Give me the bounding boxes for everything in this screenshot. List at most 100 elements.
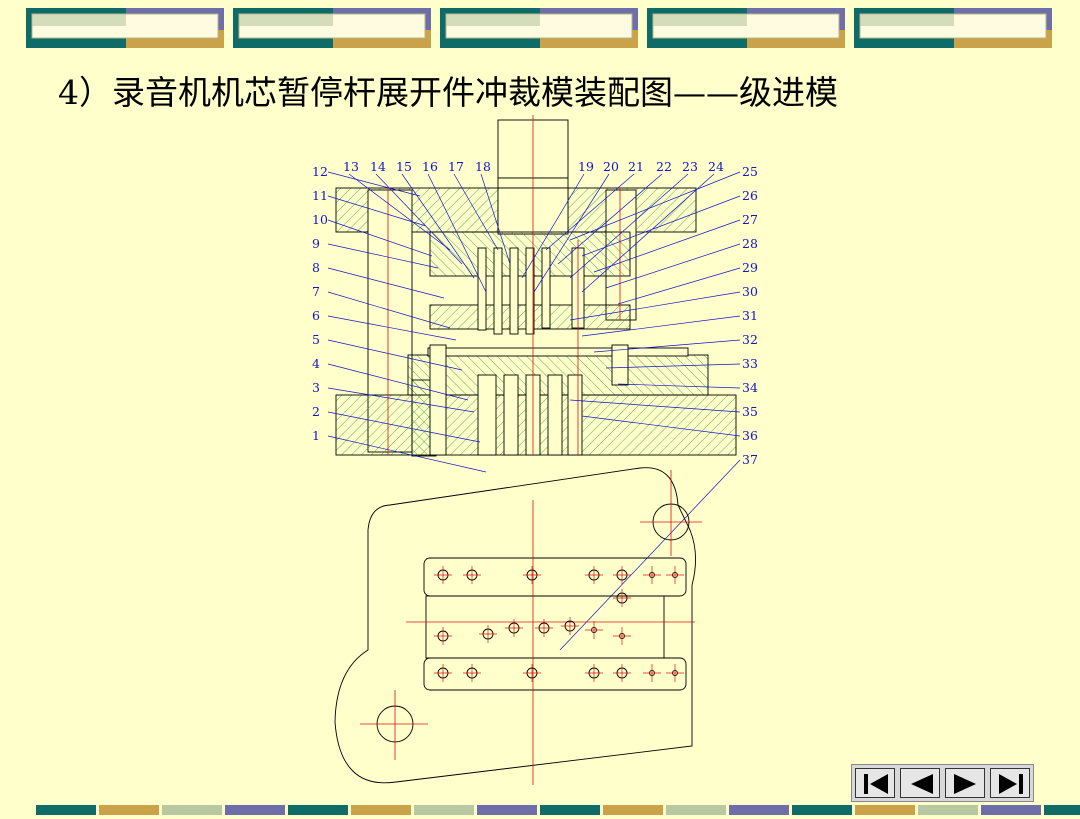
bottom-bar-segment (855, 805, 915, 815)
last-slide-button[interactable] (990, 768, 1030, 798)
callout-31: 31 (742, 308, 758, 323)
leader-line (581, 315, 741, 337)
callout-5: 5 (312, 332, 320, 347)
bottom-bar-segment (1044, 805, 1080, 815)
hole-marker (585, 566, 603, 584)
hole-marker (666, 664, 684, 682)
callout-25: 25 (742, 164, 758, 179)
first-icon (864, 774, 888, 794)
callout-22: 22 (656, 159, 672, 174)
hole-marker (463, 566, 481, 584)
leader-line (327, 363, 469, 401)
bottom-bar-segment (918, 805, 978, 815)
top-decorative-bar (26, 8, 1054, 50)
bottom-bar-segment (225, 805, 285, 815)
leader-line (327, 291, 451, 329)
leader-line (327, 411, 481, 443)
bottom-bar-graphic (36, 805, 1080, 815)
callout-12: 12 (312, 164, 328, 179)
bottom-bar-segment (162, 805, 222, 815)
callout-33: 33 (742, 356, 758, 371)
leader-line (427, 173, 487, 293)
hole-marker (643, 664, 661, 682)
hole-marker (585, 621, 603, 639)
callout-4: 4 (312, 356, 320, 371)
callout-13: 13 (343, 159, 359, 174)
plan-holes (434, 566, 684, 682)
hole-marker (643, 566, 661, 584)
callout-8: 8 (312, 260, 320, 275)
callout-21: 21 (628, 159, 644, 174)
bottom-bar-segment (477, 805, 537, 815)
callout-37: 37 (742, 452, 758, 467)
callout-36: 36 (742, 428, 758, 443)
leader-line (327, 435, 487, 473)
callout-2: 2 (312, 404, 320, 419)
bottom-bar-segment (540, 805, 600, 815)
callout-7: 7 (312, 284, 320, 299)
slide-navigation (851, 764, 1034, 802)
callout-19: 19 (578, 159, 594, 174)
top-bar-block (854, 8, 1052, 48)
callout-18: 18 (475, 159, 491, 174)
leader-line (605, 243, 741, 289)
hole-marker (666, 566, 684, 584)
leader-line (569, 399, 741, 413)
bottom-bar-segment (36, 805, 96, 815)
callout-9: 9 (312, 236, 320, 251)
leader-line (327, 315, 457, 341)
hole-marker (434, 566, 452, 584)
top-bar-graphic (26, 8, 1052, 48)
prev-slide-button[interactable] (900, 768, 940, 798)
hole-marker (561, 617, 579, 635)
leader-line (581, 195, 741, 257)
leader-line (327, 195, 427, 227)
leader-line (453, 173, 499, 251)
hole-marker (505, 619, 523, 637)
callout-34: 34 (742, 380, 758, 395)
callout-10: 10 (312, 212, 328, 227)
bottom-bar-segment (351, 805, 411, 815)
top-bar-block (26, 8, 224, 48)
leader-line (557, 173, 663, 265)
hole-marker (523, 566, 541, 584)
first-slide-button[interactable] (855, 768, 895, 798)
leader-line (545, 173, 635, 251)
top-bar-block (440, 8, 638, 48)
leader-line (581, 415, 741, 437)
leader-line (327, 171, 421, 197)
leader-line (617, 383, 741, 389)
bottom-bar-segment (99, 805, 159, 815)
hole-marker (535, 619, 553, 637)
bottom-bar-segment (729, 805, 789, 815)
bottom-bar-segment (414, 805, 474, 815)
leader-line (569, 173, 689, 279)
bottom-bar-segment (666, 805, 726, 815)
next-slide-button[interactable] (945, 768, 985, 798)
last-icon (999, 774, 1023, 794)
leader-line (327, 339, 463, 371)
leader-line (375, 173, 463, 265)
callout-24: 24 (708, 159, 724, 174)
callout-29: 29 (742, 260, 758, 275)
page-title: 4）录音机机芯暂停杆展开件冲裁模装配图——级进模 (58, 73, 838, 112)
leader-line (569, 291, 741, 321)
leader-line (327, 387, 475, 413)
leader-line (559, 459, 741, 651)
callout-20: 20 (603, 159, 619, 174)
plan-centerlines (360, 470, 702, 785)
leader-line (401, 173, 475, 279)
callout-32: 32 (742, 332, 758, 347)
callout-15: 15 (396, 159, 412, 174)
leader-line (521, 173, 585, 279)
bottom-bar-segment (288, 805, 348, 815)
leader-line (480, 173, 511, 265)
leader-line (569, 171, 741, 241)
leader-line (327, 243, 439, 269)
bottom-bar-segment (792, 805, 852, 815)
callout-11: 11 (312, 188, 328, 203)
hole-marker (479, 625, 497, 643)
callout-23: 23 (682, 159, 698, 174)
